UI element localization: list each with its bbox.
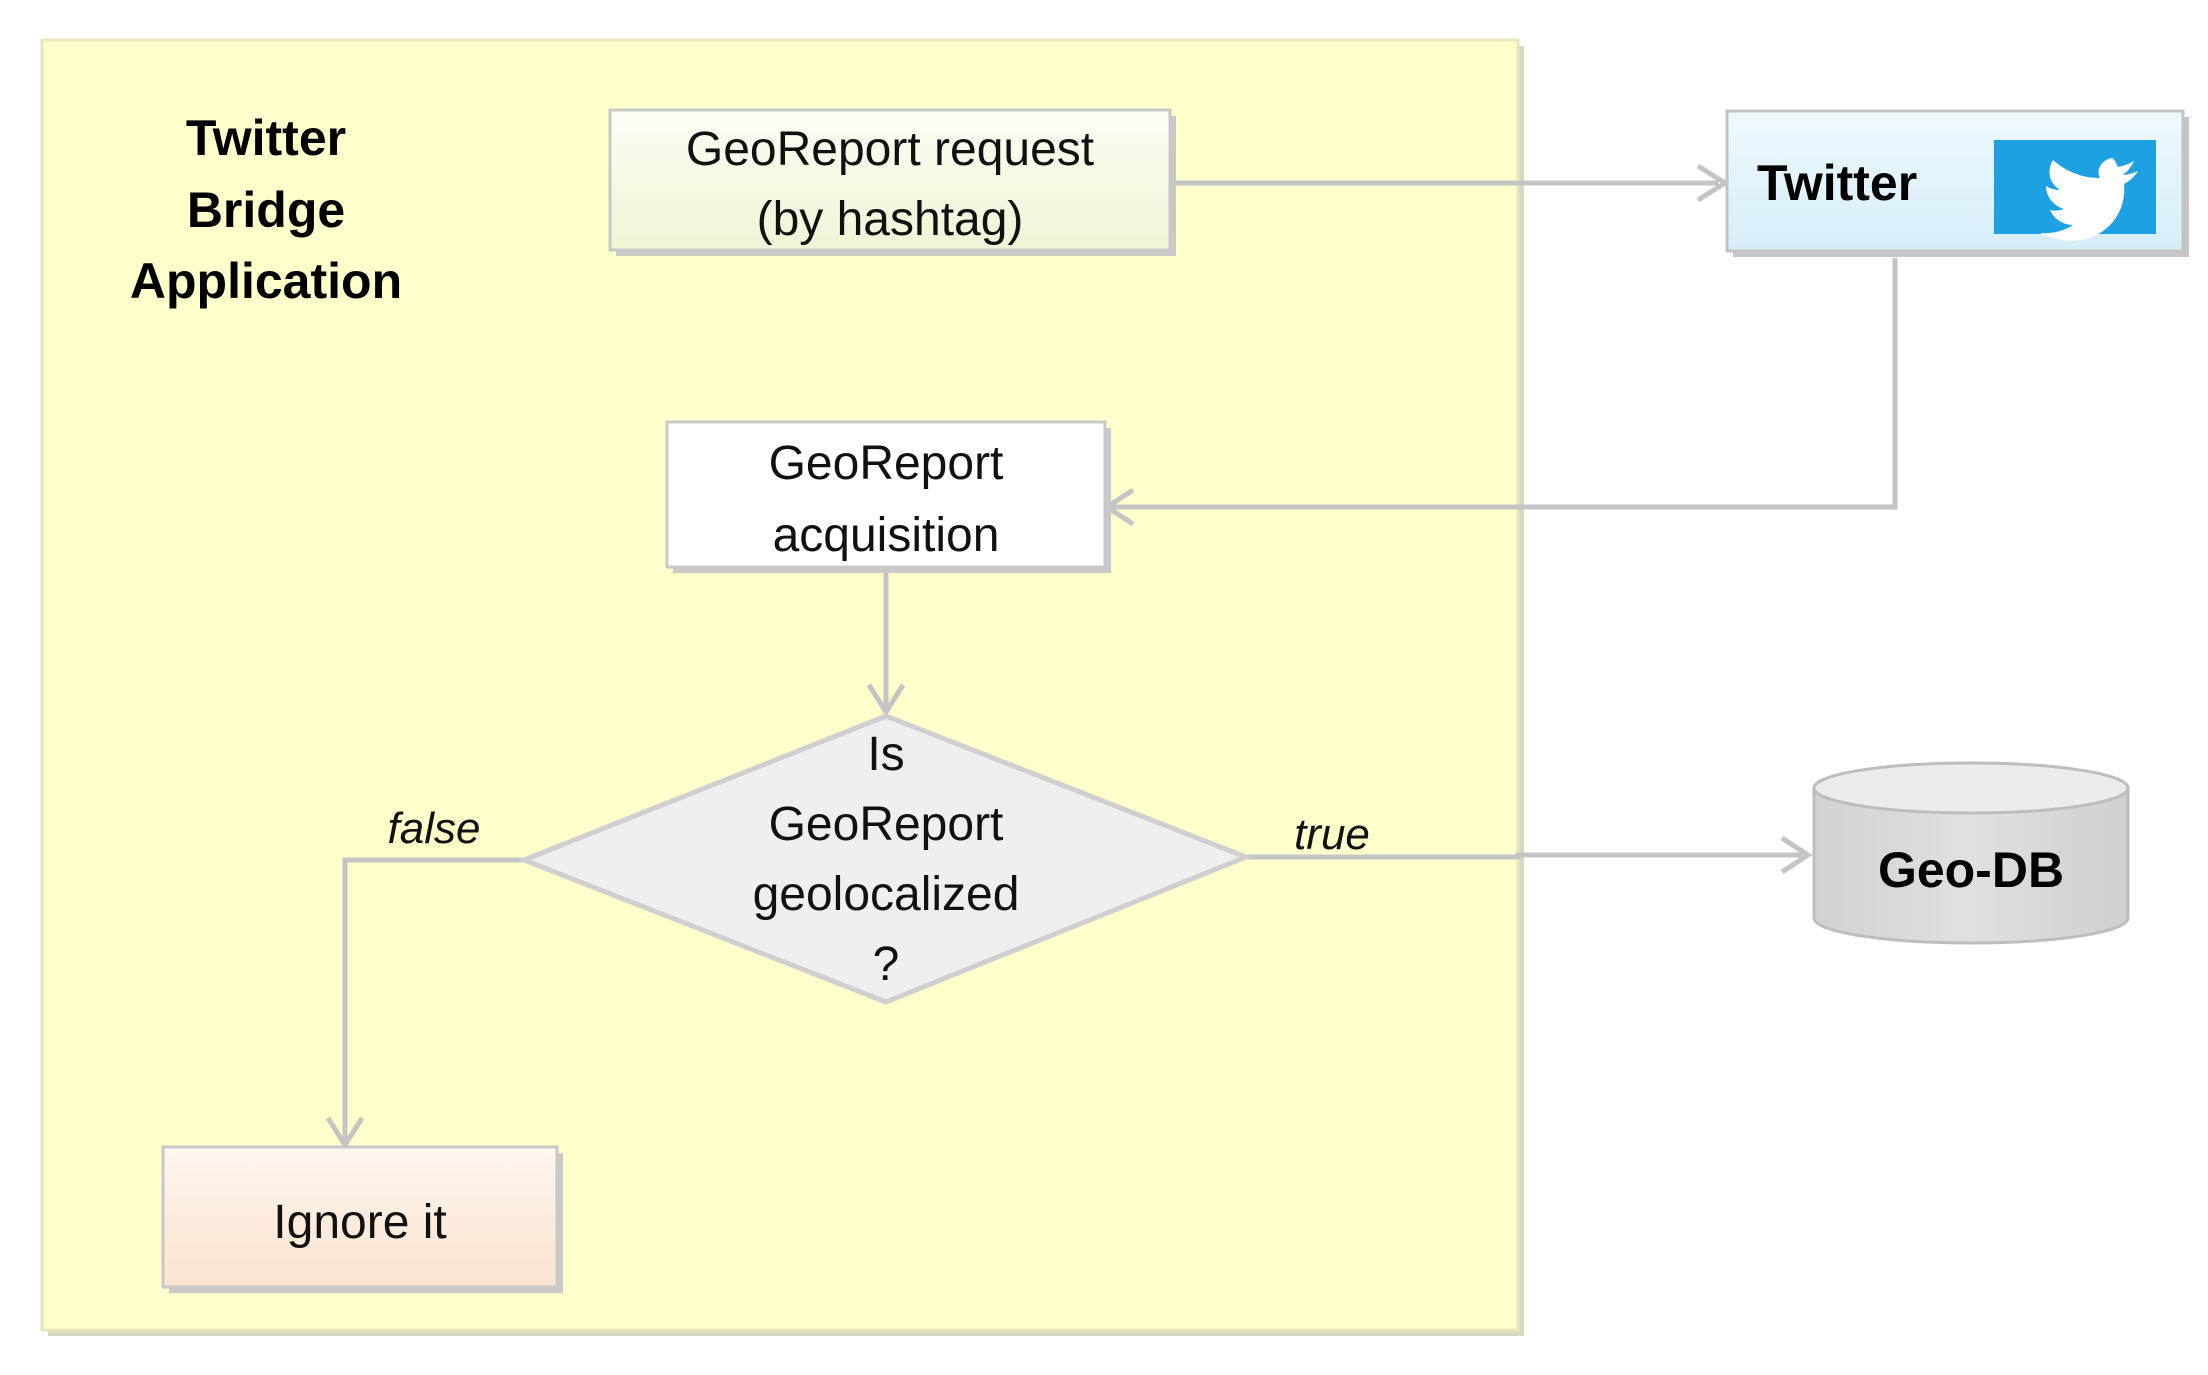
- node-acquisition-line-1: GeoReport: [769, 437, 1004, 490]
- node-geo-db: Geo-DB: [1812, 761, 2130, 945]
- edge-decision-to-geodb: [1246, 852, 1802, 860]
- node-decision-line-4: ?: [873, 938, 900, 991]
- arrowhead-decision-to-ignore: [325, 1116, 365, 1150]
- container-title-line-2: Bridge: [187, 182, 345, 238]
- container-title-line-3: Application: [130, 253, 402, 309]
- node-twitter: Twitter: [1725, 109, 2189, 257]
- edge-label-true: true: [1294, 810, 1370, 859]
- node-ignore-it: Ignore it: [161, 1145, 563, 1293]
- node-ignore-label: Ignore it: [273, 1196, 446, 1249]
- node-request-line-1: GeoReport request: [686, 123, 1094, 176]
- node-twitter-label: Twitter: [1757, 155, 1917, 211]
- edge-twitter-to-acquisition: [1112, 258, 1898, 510]
- node-geodb-label: Geo-DB: [1878, 842, 2064, 898]
- node-decision-line-3: geolocalized: [753, 868, 1020, 921]
- twitter-bird-icon: [1994, 140, 2156, 241]
- node-decision-geolocalized: Is GeoReport geolocalized ?: [517, 713, 1253, 1005]
- node-decision-line-2: GeoReport: [769, 798, 1004, 851]
- node-request-line-2: (by hashtag): [757, 193, 1024, 246]
- edge-label-false: false: [388, 804, 481, 853]
- arrowhead-decision-to-geodb: [1780, 835, 1813, 875]
- arrowhead-acquisition-to-decision: [866, 683, 906, 717]
- node-decision-line-1: Is: [867, 728, 904, 781]
- container-title-line-1: Twitter: [186, 110, 346, 166]
- arrowhead-request-to-twitter: [1696, 163, 1730, 203]
- connectors: false true: [325, 163, 1898, 1150]
- edge-decision-to-ignore: [342, 857, 522, 1140]
- node-georeport-request: GeoReport request (by hashtag): [608, 108, 1176, 256]
- node-acquisition-line-2: acquisition: [773, 509, 1000, 562]
- node-georeport-acquisition: GeoReport acquisition: [665, 420, 1111, 573]
